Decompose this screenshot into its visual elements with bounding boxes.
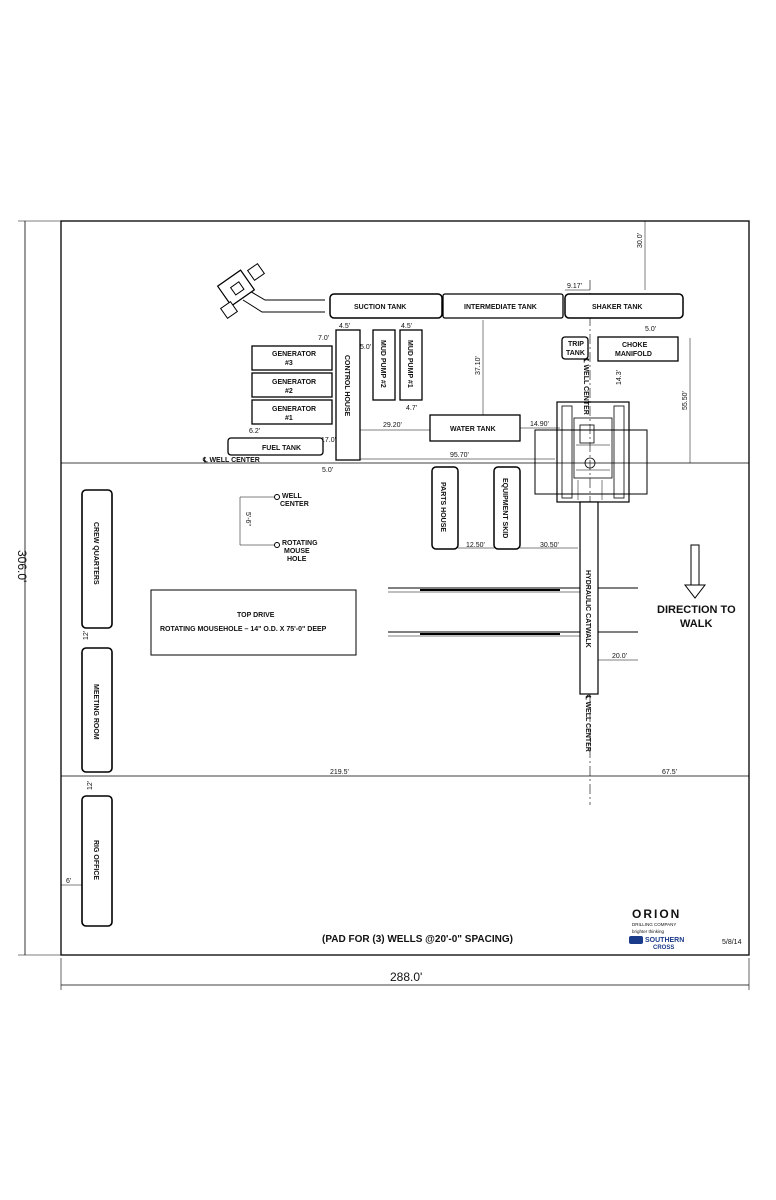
dim-4-5b: 4.5' (401, 323, 412, 330)
direction-arrow-icon (683, 544, 707, 599)
pad-note: (PAD FOR (3) WELLS @20'-0" SPACING) (322, 934, 513, 945)
fuel-tank-label: FUEL TANK (262, 445, 301, 452)
pipe-racks (388, 587, 638, 637)
dim-219-5: 219.5' (330, 769, 349, 776)
direction-label-2: WALK (680, 618, 712, 630)
dim-6: 6' (66, 878, 71, 885)
direction-label-1: DIRECTION TO (657, 604, 736, 616)
shaker-tank (564, 293, 684, 319)
parts-house-label: PARTS HOUSE (439, 482, 446, 532)
generator-3-num: #3 (285, 360, 293, 367)
well-center-point-label-2: CENTER (280, 501, 309, 508)
generator-1 (251, 399, 333, 425)
dim-5-0c: 5.0' (322, 467, 333, 474)
generator-1-label: GENERATOR (272, 406, 316, 413)
generator-2-num: #2 (285, 388, 293, 395)
orion-tagline: brighter thinking (632, 929, 665, 934)
dim-12a: 12' (83, 631, 90, 640)
generator-3 (251, 345, 333, 371)
hydraulic-catwalk (579, 501, 599, 695)
dim-4-7: 4.7' (406, 405, 417, 412)
well-center-point-label-1: WELL (282, 493, 303, 500)
fuel-tank (227, 437, 324, 456)
dim-5-0a: 5.0' (360, 344, 371, 351)
dim-9-17: 9.17' (567, 283, 582, 290)
orion-sub: DRILLING COMPANY (632, 922, 676, 927)
dim-5-0b: 5.0' (645, 326, 656, 333)
parts-house (431, 466, 459, 550)
intermediate-tank (442, 293, 564, 319)
well-center-vertical-top: ℄ WELL CENTER (582, 357, 590, 415)
choke-manifold (597, 336, 679, 362)
rig-substructure (534, 401, 648, 503)
top-drive-title: TOP DRIVE (237, 612, 275, 619)
generator-1-num: #1 (285, 415, 293, 422)
generator-3-label: GENERATOR (272, 351, 316, 358)
well-center-point (274, 494, 280, 500)
meeting-room (81, 647, 113, 773)
dim-7-0: 7.0' (318, 335, 329, 342)
dim-29-20: 29.20' (383, 422, 402, 429)
dim-14-3: 14.3' (616, 370, 623, 385)
dim-14-90: 14.90' (530, 421, 549, 428)
mud-pump-1 (399, 329, 423, 401)
dim-55-50: 55.50' (682, 391, 689, 410)
suction-tank-label: SUCTION TANK (354, 304, 406, 311)
mud-pump-2-label: MUD PUMP #2 (379, 340, 386, 388)
southern-cross-2: CROSS (653, 945, 674, 951)
choke-manifold-label-2: MANIFOLD (615, 351, 652, 358)
mud-pump-1-label: MUD PUMP #1 (406, 340, 413, 388)
orion-logo: ORION (632, 907, 681, 921)
dim-95-70: 95.70' (450, 452, 469, 459)
mud-pump-2 (372, 329, 396, 401)
mousehole-point (274, 542, 280, 548)
dim-4-5a: 4.5' (339, 323, 350, 330)
control-house-label: CONTROL HOUSE (343, 355, 350, 417)
well-center-vertical-bottom: ℄ WELL CENTER (584, 694, 592, 752)
well-center-label: ℄ WELL CENTER (202, 456, 260, 464)
shaker-tank-label: SHAKER TANK (592, 304, 642, 311)
crew-quarters (81, 489, 113, 629)
dim-37-10: 37.10' (475, 356, 482, 375)
hydraulic-catwalk-label: HYDRAULIC CATWALK (584, 570, 591, 648)
generator-2-label: GENERATOR (272, 379, 316, 386)
dim-30-0: 30.0' (637, 233, 644, 248)
intermediate-tank-label: INTERMEDIATE TANK (464, 304, 537, 311)
water-tank-label: WATER TANK (450, 426, 496, 433)
control-house (335, 329, 361, 461)
dim-30-50: 30.50' (540, 542, 559, 549)
overall-height-label: 306.0' (15, 550, 29, 582)
trip-tank (561, 336, 589, 360)
water-tank (429, 414, 521, 442)
top-drive-note (150, 589, 357, 656)
drawing-date: 5/8/14 (722, 939, 742, 946)
top-drive-desc: ROTATING MOUSEHOLE – 14" O.D. X 75'-0" D… (160, 626, 327, 633)
dim-12-50: 12.50' (466, 542, 485, 549)
southern-cross-icon (629, 936, 643, 944)
generator-2 (251, 372, 333, 398)
dim-6-2: 6.2' (249, 428, 260, 435)
meeting-room-label: MEETING ROOM (92, 684, 99, 740)
equipment-skid (493, 466, 521, 550)
dim-17-0: 17.0' (321, 437, 336, 444)
dim-67-5: 67.5' (662, 769, 677, 776)
trip-tank-label-2: TANK (566, 350, 585, 357)
suction-tank (329, 293, 443, 319)
dim-20-0: 20.0' (612, 653, 627, 660)
dim-12b: 12' (87, 781, 94, 790)
mousehole-label-1: ROTATING (282, 540, 318, 547)
rig-office-label: RIG OFFICE (92, 840, 99, 880)
mousehole-label-3: HOLE (287, 556, 307, 563)
rig-office (81, 795, 113, 927)
mousehole-label-2: MOUSE (284, 548, 310, 555)
trip-tank-label-1: TRIP (568, 341, 584, 348)
pad-boundary (60, 220, 750, 956)
choke-manifold-label-1: CHOKE (622, 342, 648, 349)
equipment-skid-label: EQUIPMENT SKID (501, 478, 508, 538)
southern-cross-1: SOUTHERN (645, 937, 684, 944)
overall-width-label: 288.0' (390, 970, 422, 984)
crew-quarters-label: CREW QUARTERS (92, 522, 99, 585)
dim-5-6: 5'-6" (244, 512, 251, 526)
